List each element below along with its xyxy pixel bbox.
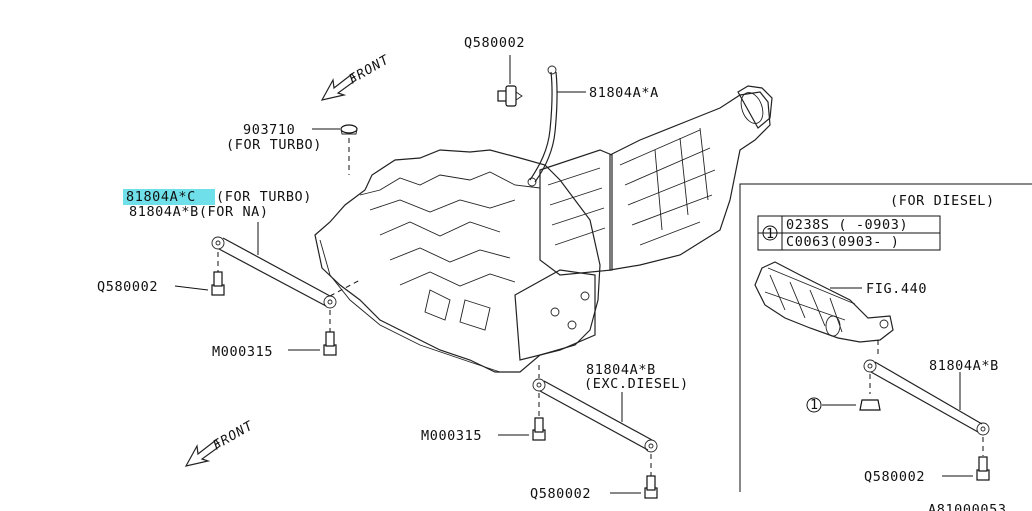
transmission-drawing [539, 85, 773, 276]
label-81804AxB-diesel: 81804A*B [929, 358, 999, 374]
label-q580002-left: Q580002 [97, 279, 158, 295]
diesel-table [757, 215, 941, 251]
label-q580002-diesel: Q580002 [864, 469, 925, 485]
nut-callout-number: 1 [810, 397, 819, 413]
label-81804AxA: 81804A*A [589, 85, 659, 101]
label-903710: 903710 [243, 122, 295, 138]
front-label-top: FRONT [347, 52, 393, 87]
bolt-m000315-left [323, 331, 337, 356]
bolt-q580002-top [497, 85, 523, 107]
bolt-q580002-left [211, 271, 225, 296]
label-fig440: FIG.440 [866, 281, 927, 297]
label-81804AxB-mid: 81804A*B [586, 362, 656, 378]
strap-diesel [863, 359, 990, 436]
label-m000315-left: M000315 [212, 344, 273, 360]
label-m000315-bottom: M000315 [421, 428, 482, 444]
diesel-panel-border [739, 183, 1032, 492]
leader-q580002-left [174, 285, 209, 291]
bolt-m000315-bottom [532, 417, 546, 441]
strap-81804AxA [527, 65, 558, 187]
bolt-q580002-bottom [644, 475, 658, 499]
front-label-bottom: FRONT [211, 418, 257, 453]
diesel-table-row-1: 0238S ( -0903) [786, 217, 908, 233]
front-arrow-bottom: FRONT [184, 418, 257, 467]
label-81804AxB-na: 81804A*B(FOR NA) [129, 204, 269, 220]
diesel-table-row-2: C0063(0903- ) [786, 234, 899, 250]
nut-callout-1 [806, 397, 881, 413]
label-for-turbo-2: (FOR TURBO) [216, 189, 312, 205]
dpf-assembly [754, 261, 894, 343]
bolt-q580002-diesel [976, 456, 990, 481]
label-81804AxC: 81804A*C [126, 189, 196, 205]
highlight-81804AxC [123, 189, 215, 205]
front-arrow-top: FRONT [320, 52, 393, 101]
label-exc-diesel: (EXC.DIESEL) [584, 376, 689, 392]
engine-drawing [314, 149, 601, 373]
plug-903710 [340, 124, 358, 135]
diesel-table-callout: 1 [766, 226, 775, 242]
label-for-turbo-1: (FOR TURBO) [226, 137, 322, 153]
strap-left [211, 236, 337, 309]
reference-code: A81000053 [928, 502, 1007, 511]
diesel-panel-title: (FOR DIESEL) [890, 193, 995, 209]
strap-bottom [532, 378, 658, 453]
label-q580002-bottom: Q580002 [530, 486, 591, 502]
label-q580002-top: Q580002 [464, 35, 525, 51]
